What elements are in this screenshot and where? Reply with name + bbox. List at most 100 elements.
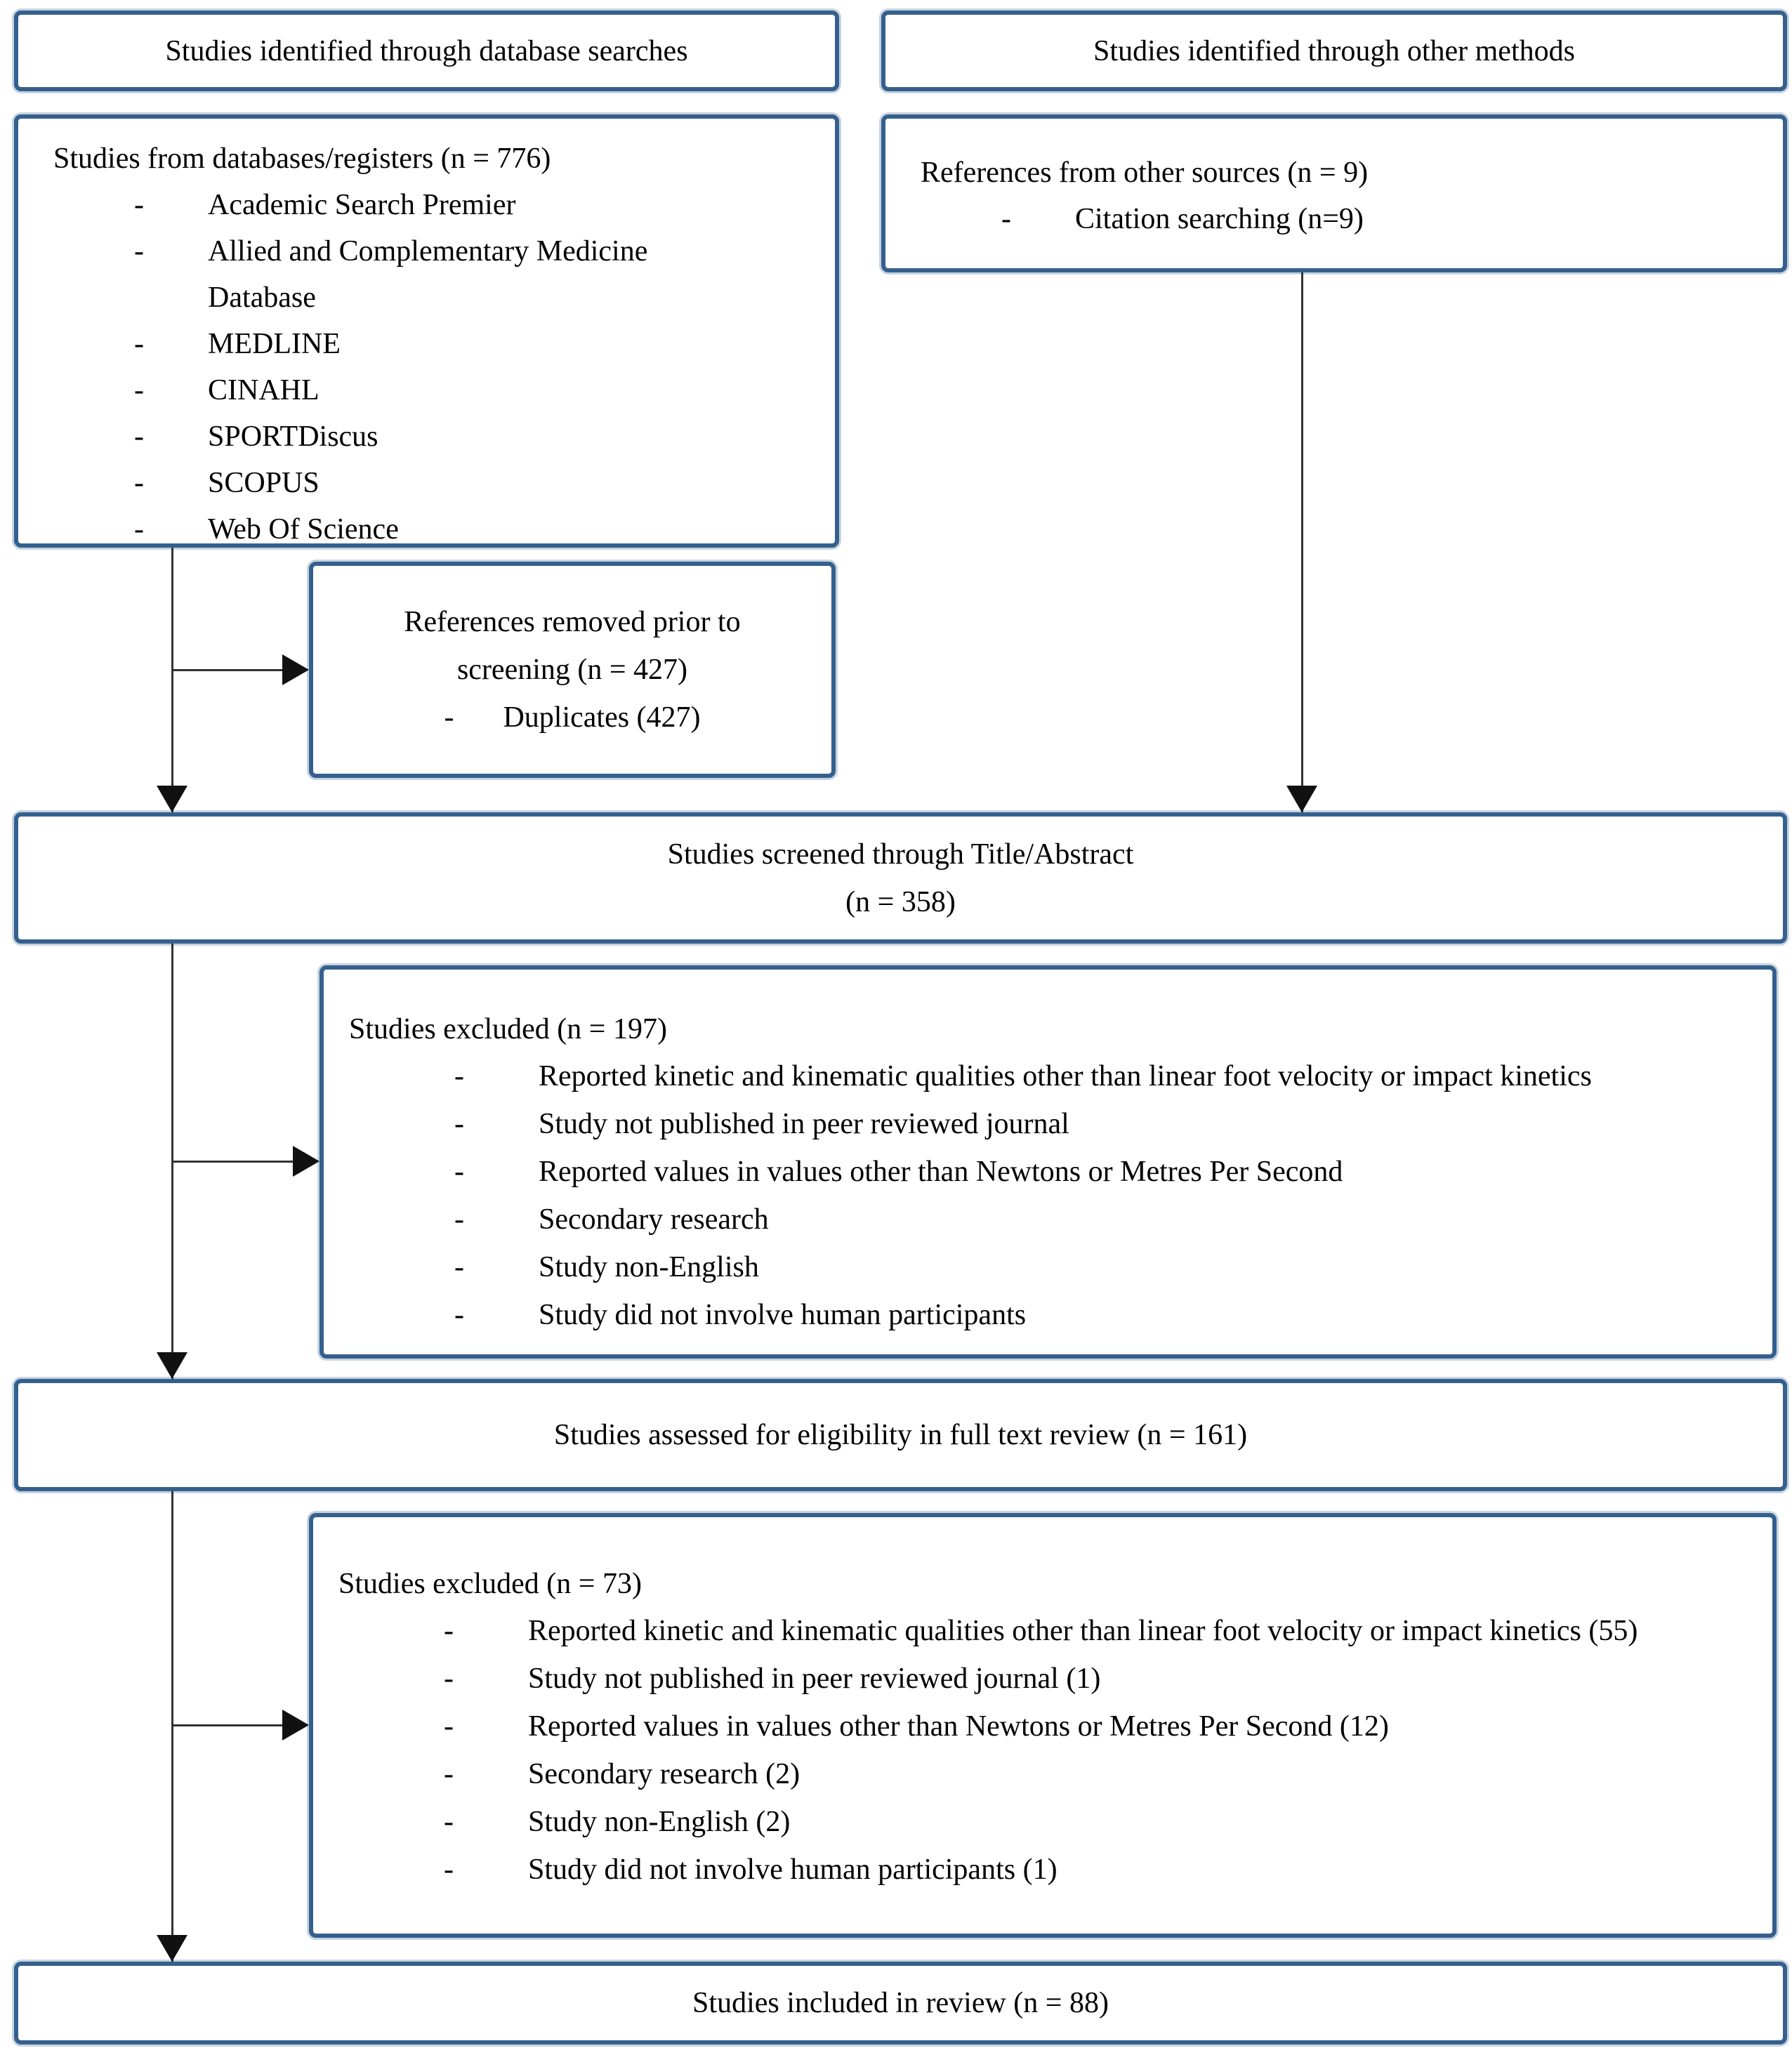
list-item: - Study non-English (2) xyxy=(444,1798,1744,1846)
screened-line2: (n = 358) xyxy=(845,885,956,918)
list-item: - Study did not involve human participan… xyxy=(454,1291,1744,1339)
box-other-sources: References from other sources (n = 9) - … xyxy=(881,114,1787,272)
box-excluded-screening: Studies excluded (n = 197) - Reported ki… xyxy=(319,965,1777,1359)
exclusion-reason: Reported kinetic and kinematic qualities… xyxy=(528,1615,1638,1647)
exclusion-reason: Study did not involve human participants xyxy=(539,1299,1027,1331)
list-item: - Reported values in values other than N… xyxy=(444,1703,1744,1750)
exclusion-reason: Study non-English xyxy=(539,1251,759,1283)
list-item: - Secondary research xyxy=(454,1196,1744,1243)
database-name: Allied and Complementary Medicine Databa… xyxy=(208,235,648,314)
list-item: - SPORTDiscus xyxy=(134,414,810,460)
box-screened: Studies screened through Title/Abstract … xyxy=(14,812,1787,944)
database-name: CINAHL xyxy=(208,374,319,407)
excluded-fulltext-title: Studies excluded (n = 73) xyxy=(338,1568,642,1600)
list-item: - Duplicates (427) xyxy=(444,694,700,741)
exclusion-reason: Reported values in values other than New… xyxy=(539,1156,1343,1188)
arrow-down-into-screened-right xyxy=(1286,786,1317,812)
bullet-dash: - xyxy=(454,1203,464,1236)
bullet-dash: - xyxy=(444,1806,454,1838)
list-item: - Study not published in peer reviewed j… xyxy=(454,1100,1744,1148)
bullet-dash: - xyxy=(454,1156,464,1188)
database-name: SCOPUS xyxy=(208,467,319,499)
list-item: - SCOPUS xyxy=(134,460,810,506)
box-references-removed: References removed prior to screening (n… xyxy=(309,562,836,778)
box-included: Studies included in review (n = 88) xyxy=(14,1962,1787,2044)
arrow-down-into-screened-left xyxy=(157,786,187,812)
list-item: - MEDLINE xyxy=(134,321,810,367)
bullet-dash: - xyxy=(444,1758,454,1790)
database-name: MEDLINE xyxy=(208,328,341,360)
bullet-dash: - xyxy=(444,1710,454,1743)
excluded-screening-content: Studies excluded (n = 197) - Reported ki… xyxy=(324,970,1772,1346)
bullet-dash: - xyxy=(444,1663,454,1695)
exclusion-reason: Reported values in values other than New… xyxy=(528,1710,1389,1743)
bullet-dash: - xyxy=(134,235,144,267)
bullet-dash: - xyxy=(134,328,144,360)
exclusion-reason: Study not published in peer reviewed jou… xyxy=(528,1663,1101,1695)
header-label-left: Studies identified through database sear… xyxy=(165,34,688,67)
arrow-right-into-excluded-fulltext xyxy=(282,1710,309,1740)
other-sources-content: References from other sources (n = 9) - … xyxy=(885,119,1783,249)
bullet-dash: - xyxy=(444,1854,454,1886)
excluded-screening-title: Studies excluded (n = 197) xyxy=(349,1013,667,1045)
box-excluded-fulltext: Studies excluded (n = 73) - Reported kin… xyxy=(309,1513,1777,1938)
bullet-dash: - xyxy=(134,513,144,546)
exclusion-reason: Secondary research xyxy=(539,1203,769,1236)
header-box-other-methods: Studies identified through other methods xyxy=(881,11,1787,91)
flow-line-assessed-to-included xyxy=(171,1491,173,1962)
exclusion-reason: Study did not involve human participants… xyxy=(528,1854,1058,1886)
bullet-dash: - xyxy=(454,1251,464,1283)
included-title: Studies included in review (n = 88) xyxy=(692,1987,1109,2019)
databases-title: Studies from databases/registers (n = 77… xyxy=(53,143,551,175)
flow-line-branch-excluded-fulltext xyxy=(172,1724,282,1726)
bullet-dash: - xyxy=(454,1299,464,1331)
list-item: - Study did not involve human participan… xyxy=(444,1846,1744,1894)
list-item: - Citation searching (n=9) xyxy=(1001,196,1758,242)
list-item: - CINAHL xyxy=(134,367,810,414)
exclusion-reason: Study non-English (2) xyxy=(528,1806,791,1838)
database-name: Academic Search Premier xyxy=(208,189,516,221)
header-label-right: Studies identified through other methods xyxy=(1093,34,1575,67)
flow-line-branch-excluded-screening xyxy=(172,1161,293,1163)
bullet-dash: - xyxy=(1001,203,1011,235)
box-assessed-eligibility: Studies assessed for eligibility in full… xyxy=(14,1379,1787,1491)
list-item: - Reported kinetic and kinematic qualiti… xyxy=(454,1052,1744,1100)
database-name: Web Of Science xyxy=(208,513,399,546)
other-sources-title: References from other sources (n = 9) xyxy=(921,157,1369,189)
excluded-fulltext-content: Studies excluded (n = 73) - Reported kin… xyxy=(313,1517,1772,1901)
arrow-down-into-included xyxy=(157,1935,187,1962)
flow-line-branch-removed xyxy=(172,669,282,671)
bullet-dash: - xyxy=(454,1060,464,1092)
box-databases-registers: Studies from databases/registers (n = 77… xyxy=(14,114,839,548)
exclusion-reason: Study not published in peer reviewed jou… xyxy=(539,1108,1069,1140)
bullet-dash: - xyxy=(444,1615,454,1647)
bullet-dash: - xyxy=(134,421,144,453)
exclusion-reason: Secondary research (2) xyxy=(528,1758,801,1790)
exclusion-reason: Reported kinetic and kinematic qualities… xyxy=(539,1060,1592,1092)
removed-line2: screening (n = 427) xyxy=(456,654,688,686)
removed-reason: Duplicates (427) xyxy=(503,701,701,734)
database-name: SPORTDiscus xyxy=(208,421,378,453)
list-item: - Study not published in peer reviewed j… xyxy=(444,1655,1744,1703)
flow-line-databases-to-screened xyxy=(171,548,173,812)
bullet-dash: - xyxy=(444,701,454,734)
other-source-name: Citation searching (n=9) xyxy=(1075,203,1364,235)
arrow-right-into-excluded-screening xyxy=(293,1146,319,1177)
flow-line-sources-to-screened xyxy=(1301,272,1303,812)
list-item: - Academic Search Premier xyxy=(134,182,810,228)
bullet-dash: - xyxy=(134,189,144,221)
bullet-dash: - xyxy=(454,1108,464,1140)
list-item: - Web Of Science xyxy=(134,506,810,553)
list-item: - Study non-English xyxy=(454,1243,1744,1291)
list-item: - Allied and Complementary Medicine Data… xyxy=(134,228,810,321)
list-item: - Secondary research (2) xyxy=(444,1750,1744,1798)
list-item: - Reported kinetic and kinematic qualiti… xyxy=(444,1607,1744,1655)
bullet-dash: - xyxy=(134,374,144,407)
assessed-title: Studies assessed for eligibility in full… xyxy=(553,1419,1248,1451)
header-box-database-searches: Studies identified through database sear… xyxy=(14,11,839,91)
screened-line1: Studies screened through Title/Abstract xyxy=(667,838,1134,871)
databases-content: Studies from databases/registers (n = 77… xyxy=(18,119,835,560)
arrow-down-into-assessed xyxy=(157,1352,187,1379)
bullet-dash: - xyxy=(134,467,144,499)
